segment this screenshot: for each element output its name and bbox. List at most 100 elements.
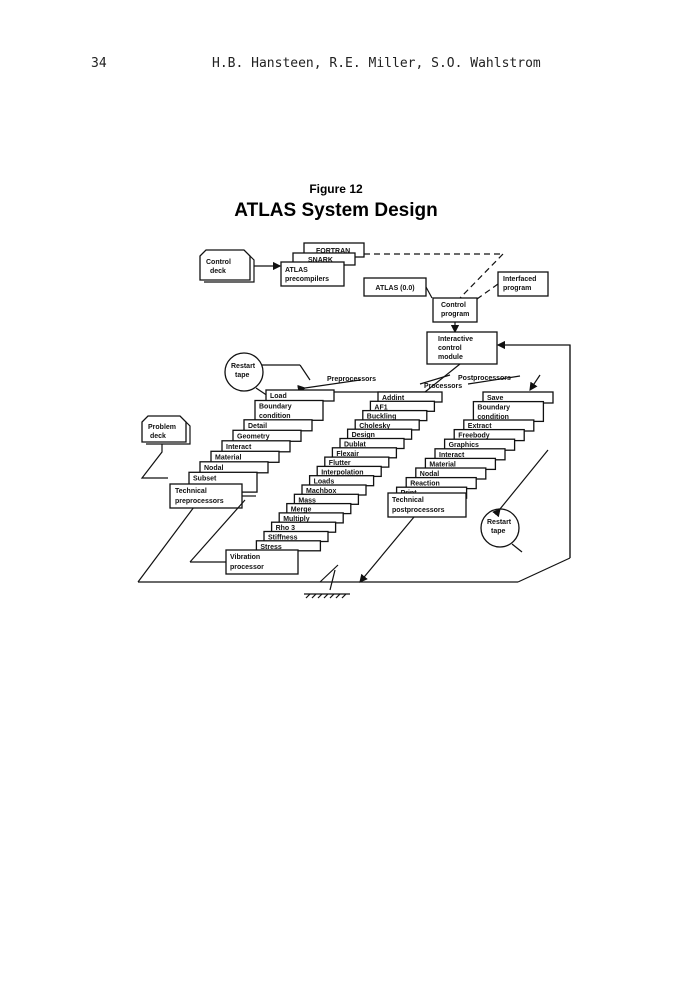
postprocessor-label: Interact <box>439 452 465 459</box>
preprocessor-label: Detail <box>248 423 267 430</box>
postprocessor-label: Material <box>429 461 456 468</box>
preprocessor-card: Detail <box>243 419 313 432</box>
restart-tape-top-line-1: Restart <box>231 363 256 370</box>
technical-postprocessors-line-2: postprocessors <box>392 507 445 514</box>
vibration-processor-line-2: processor <box>230 564 264 571</box>
problem-deck-line-1: Problem <box>148 424 176 431</box>
processor-card: Machbox <box>301 484 367 496</box>
atlas-precompiler-line-2: precompilers <box>285 276 329 283</box>
preprocessor-card: Geometry <box>232 429 302 442</box>
postprocessors-group-label: Postprocessors <box>458 375 511 382</box>
postprocessor-label: Reaction <box>410 481 440 488</box>
figure-label: Figure 12 <box>309 182 363 196</box>
control-program-box: Control program <box>432 297 478 323</box>
processor-card: Multiply <box>278 512 344 524</box>
author-line: H.B. Hansteen, R.E. Miller, S.O. Wahlstr… <box>212 56 541 71</box>
interfaced-program-line-1: Interfaced <box>503 276 536 283</box>
processor-label: AF1 <box>374 404 387 411</box>
preprocessor-label: Material <box>215 454 242 461</box>
control-deck-line-1: Control <box>206 259 231 266</box>
atlas-version-box: ATLAS (0.0) <box>363 277 427 297</box>
processor-label: Flexair <box>336 451 359 458</box>
processor-label: Merge <box>291 507 312 514</box>
processor-label: Flutter <box>329 460 351 467</box>
interfaced-program-box: Interfaced program <box>497 271 549 297</box>
processor-label: Rho 3 <box>276 525 296 532</box>
preprocessor-label: Nodal <box>204 465 224 472</box>
processor-card: Dublat <box>339 437 405 450</box>
atlas-precompiler-line-1: ATLAS <box>285 267 308 274</box>
restart-tape-top: Restart tape <box>224 352 269 397</box>
processor-label: Machbox <box>306 488 336 495</box>
preprocessor-card: Nodal <box>199 461 269 474</box>
running-head: 34 H.B. Hansteen, R.E. Miller, S.O. Wahl… <box>0 56 675 76</box>
postprocessor-label: Graphics <box>449 442 479 449</box>
page-number: 34 <box>91 56 107 71</box>
problem-deck-line-2: deck <box>150 433 166 440</box>
restart-tape-bottom-line-2: tape <box>491 528 506 535</box>
processor-card: Loads <box>308 475 375 487</box>
preprocessor-label: Interact <box>226 444 252 451</box>
preprocessor-card: Interact <box>221 440 291 453</box>
restart-tape-bottom-line-1: Restart <box>487 519 512 526</box>
processor-card: Interpolation <box>316 465 382 478</box>
processor-card: Stress <box>255 540 322 552</box>
vibration-processor-line-1: Vibration <box>230 554 260 561</box>
processor-stack: AddintAF1BucklingCholeskyDesignDublatFle… <box>255 391 443 552</box>
processor-card: AF1 <box>369 400 436 412</box>
preprocessor-label: Subset <box>193 475 217 482</box>
restart-tape-bottom: Restart tape <box>480 508 523 553</box>
vibration-processor-box: Vibration processor <box>225 549 299 575</box>
processor-label: Interpolation <box>321 469 363 476</box>
processors-group-label: Processors <box>424 383 462 390</box>
snark-label: SNARK <box>308 257 333 264</box>
atlas-version-label: ATLAS (0.0) <box>375 285 414 292</box>
technical-postprocessors-box: Technical postprocessors <box>387 492 467 518</box>
processor-card: Flexair <box>331 447 398 459</box>
technical-preprocessors-line-1: Technical <box>175 488 207 495</box>
ground-symbol <box>304 593 350 599</box>
problem-deck: Problem deck <box>141 415 191 445</box>
processor-card: Merge <box>286 502 352 515</box>
postprocessor-label: condition <box>477 414 509 421</box>
processor-label: Stiffness <box>268 535 298 542</box>
processor-card: Addint <box>377 391 443 403</box>
processor-label: Addint <box>382 395 405 402</box>
postprocessor-label: Boundary <box>477 405 510 412</box>
postprocessor-label: Extract <box>468 423 492 430</box>
processor-card: Flutter <box>324 456 390 468</box>
precompilers-stack: FORTRAN SNARK ATLAS precompilers <box>280 242 365 287</box>
processor-card: Design <box>346 428 413 440</box>
processor-card: Rho 3 <box>270 521 337 533</box>
interactive-module-line-3: module <box>438 354 463 361</box>
figure-title: ATLAS System Design <box>234 200 437 221</box>
preprocessor-label: condition <box>259 413 291 420</box>
postprocessor-label: Nodal <box>420 471 440 478</box>
processor-label: Design <box>352 432 375 439</box>
processor-label: Dublat <box>344 442 366 449</box>
control-deck: Control deck <box>199 249 255 283</box>
preprocessor-label: Geometry <box>237 433 270 440</box>
processor-label: Cholesky <box>359 423 390 430</box>
interfaced-program-line-2: program <box>503 285 531 292</box>
processor-card: Stiffness <box>263 530 329 543</box>
postprocessor-label: Freebody <box>458 433 490 440</box>
postprocessor-card: Boundary condition <box>472 400 545 423</box>
control-program-line-2: program <box>441 311 469 318</box>
preprocessor-label: Load <box>270 393 287 400</box>
atlas-system-diagram: Figure 12 ATLAS System Design Control de… <box>137 182 571 599</box>
processor-label: Multiply <box>283 516 310 523</box>
interactive-module-line-1: Interactive <box>438 336 473 343</box>
processor-card: Cholesky <box>354 419 420 431</box>
interactive-module-line-2: control <box>438 345 462 352</box>
processor-card: Mass <box>293 493 360 505</box>
figure-12: Figure 12 ATLAS System Design Control de… <box>0 170 675 610</box>
processor-label: Loads <box>314 479 335 486</box>
interactive-control-module: Interactive control module <box>426 331 498 365</box>
technical-preprocessors-line-2: preprocessors <box>175 498 224 505</box>
technical-postprocessors-line-1: Technical <box>392 497 424 504</box>
preprocessor-card: Material <box>210 450 280 463</box>
control-program-line-1: Control <box>441 302 466 309</box>
preprocessors-group-label: Preprocessors <box>327 376 376 383</box>
